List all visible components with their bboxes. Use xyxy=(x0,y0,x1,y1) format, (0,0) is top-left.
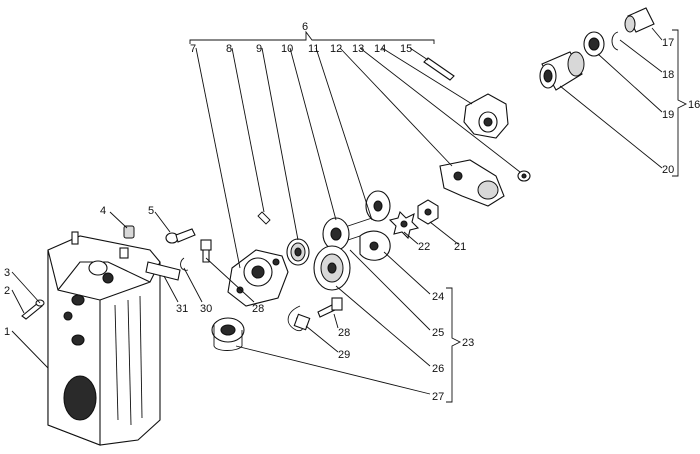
callout-c5: 5 xyxy=(148,205,154,217)
callout-c27: 27 xyxy=(432,391,444,403)
callout-c20: 20 xyxy=(662,164,674,176)
callout-labels: 1 2 3 4 5 6 7 8 9 10 11 12 13 14 15 16 1… xyxy=(4,21,700,403)
shaft-part-17 xyxy=(624,7,655,33)
bolt-part-28-lower xyxy=(317,297,343,318)
callout-c8: 8 xyxy=(226,43,232,55)
cam-part-24 xyxy=(359,230,391,261)
gear-part-10 xyxy=(322,217,373,251)
callout-c19: 19 xyxy=(662,109,674,121)
callout-c23: 23 xyxy=(462,337,474,349)
gear-part-26 xyxy=(313,245,351,291)
callout-c16: 16 xyxy=(688,99,700,111)
callout-c2: 2 xyxy=(4,285,10,297)
bearing-part-19 xyxy=(583,31,605,57)
plate-part-31 xyxy=(145,261,181,281)
callout-c28b: 28 xyxy=(338,327,350,339)
callout-c31: 31 xyxy=(176,303,188,315)
callout-c4: 4 xyxy=(100,205,106,217)
callout-c18: 18 xyxy=(662,69,674,81)
nut-part-21 xyxy=(417,199,439,225)
callout-c11: 11 xyxy=(308,43,319,55)
clip-part-30 xyxy=(180,257,189,271)
callout-c28a: 28 xyxy=(252,303,264,315)
callout-c7: 7 xyxy=(190,43,196,55)
callout-c26: 26 xyxy=(432,363,444,375)
callout-c22: 22 xyxy=(418,241,430,253)
housing-part xyxy=(47,231,161,446)
lever-part-12 xyxy=(439,159,505,207)
sleeve-part-20 xyxy=(539,51,585,91)
callout-c1: 1 xyxy=(4,326,10,338)
pin-part-15 xyxy=(423,57,455,81)
callout-c3: 3 xyxy=(4,267,10,279)
pin-part-4 xyxy=(123,225,135,239)
bolt-part-28-upper xyxy=(200,239,212,263)
key-part-8 xyxy=(257,211,271,225)
leader-lines xyxy=(11,27,663,395)
callout-c29: 29 xyxy=(338,349,350,361)
callout-c25: 25 xyxy=(432,327,444,339)
callout-c24: 24 xyxy=(432,291,444,303)
callout-c10: 10 xyxy=(281,43,293,55)
callout-c30: 30 xyxy=(200,303,212,315)
group-brackets xyxy=(189,29,688,403)
gear-part-14 xyxy=(365,190,391,222)
bracket-part-7 xyxy=(227,249,289,307)
bushing-part-27 xyxy=(211,317,245,351)
screw-part-2 xyxy=(21,299,45,320)
bracket-part-14 xyxy=(463,93,509,139)
callout-c12: 12 xyxy=(330,43,342,55)
nut-part-13 xyxy=(517,170,531,182)
callout-c17: 17 xyxy=(662,37,674,49)
callout-c15: 15 xyxy=(400,43,412,55)
callout-c13: 13 xyxy=(352,43,364,55)
callout-c6: 6 xyxy=(302,21,308,33)
bearing-part-9 xyxy=(286,238,310,266)
ring-part-18 xyxy=(611,31,619,51)
callout-c14: 14 xyxy=(374,43,386,55)
callout-c9: 9 xyxy=(256,43,262,55)
clip-part-29 xyxy=(287,305,311,332)
washer-part-22 xyxy=(388,210,420,240)
callout-c21: 21 xyxy=(454,241,466,253)
screw-part-5 xyxy=(165,228,196,244)
